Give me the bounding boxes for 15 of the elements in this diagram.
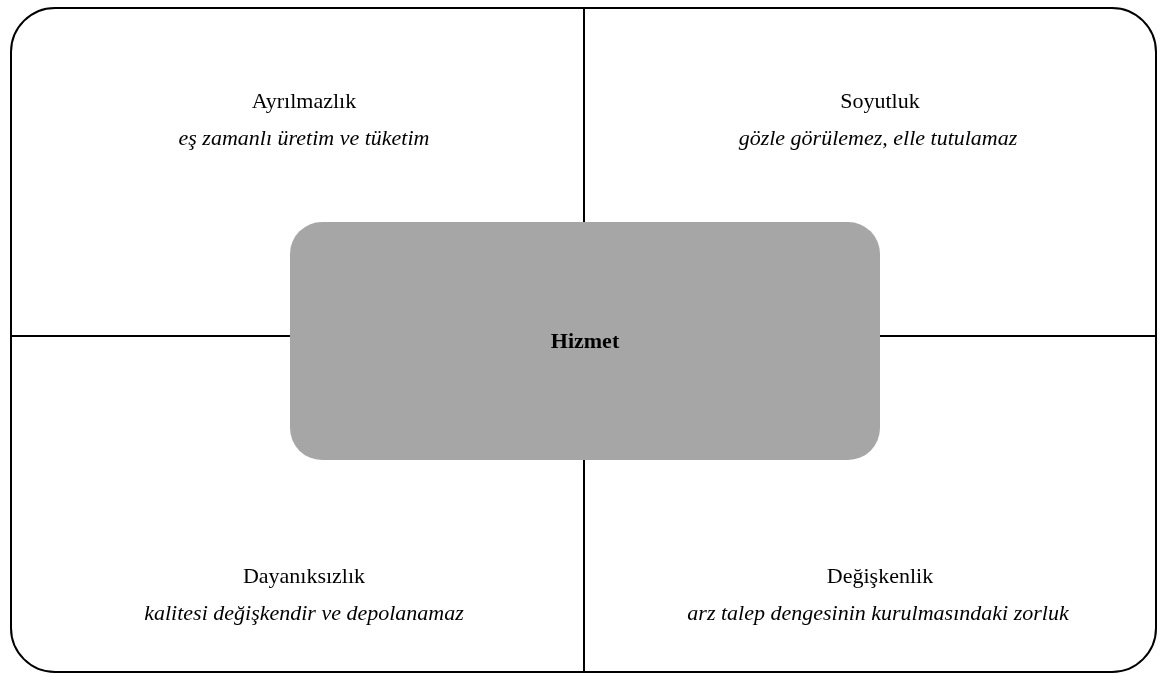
heading-text: Soyutluk (840, 88, 920, 114)
divider-line (583, 6, 585, 223)
description-text: eş zamanlı üretim ve tüketim (178, 125, 430, 151)
description-text: arz talep dengesinin kurulmasındaki zorluk (687, 600, 1069, 626)
divider-line (9, 335, 291, 337)
heading-text: Dayanıksızlık (242, 563, 366, 589)
center-label: Hizmet (550, 328, 620, 354)
heading-text: Değişkenlik (826, 563, 934, 589)
description-text: gözle görülemez, elle tutulamaz (738, 125, 1018, 151)
description-text: kalitesi değişkendir ve depolanamaz (144, 600, 464, 626)
center-box (290, 222, 880, 460)
divider-line (583, 459, 585, 674)
frame-box (10, 7, 1157, 673)
heading-text: Ayrılmazlık (251, 88, 357, 114)
divider-line (879, 335, 1158, 337)
